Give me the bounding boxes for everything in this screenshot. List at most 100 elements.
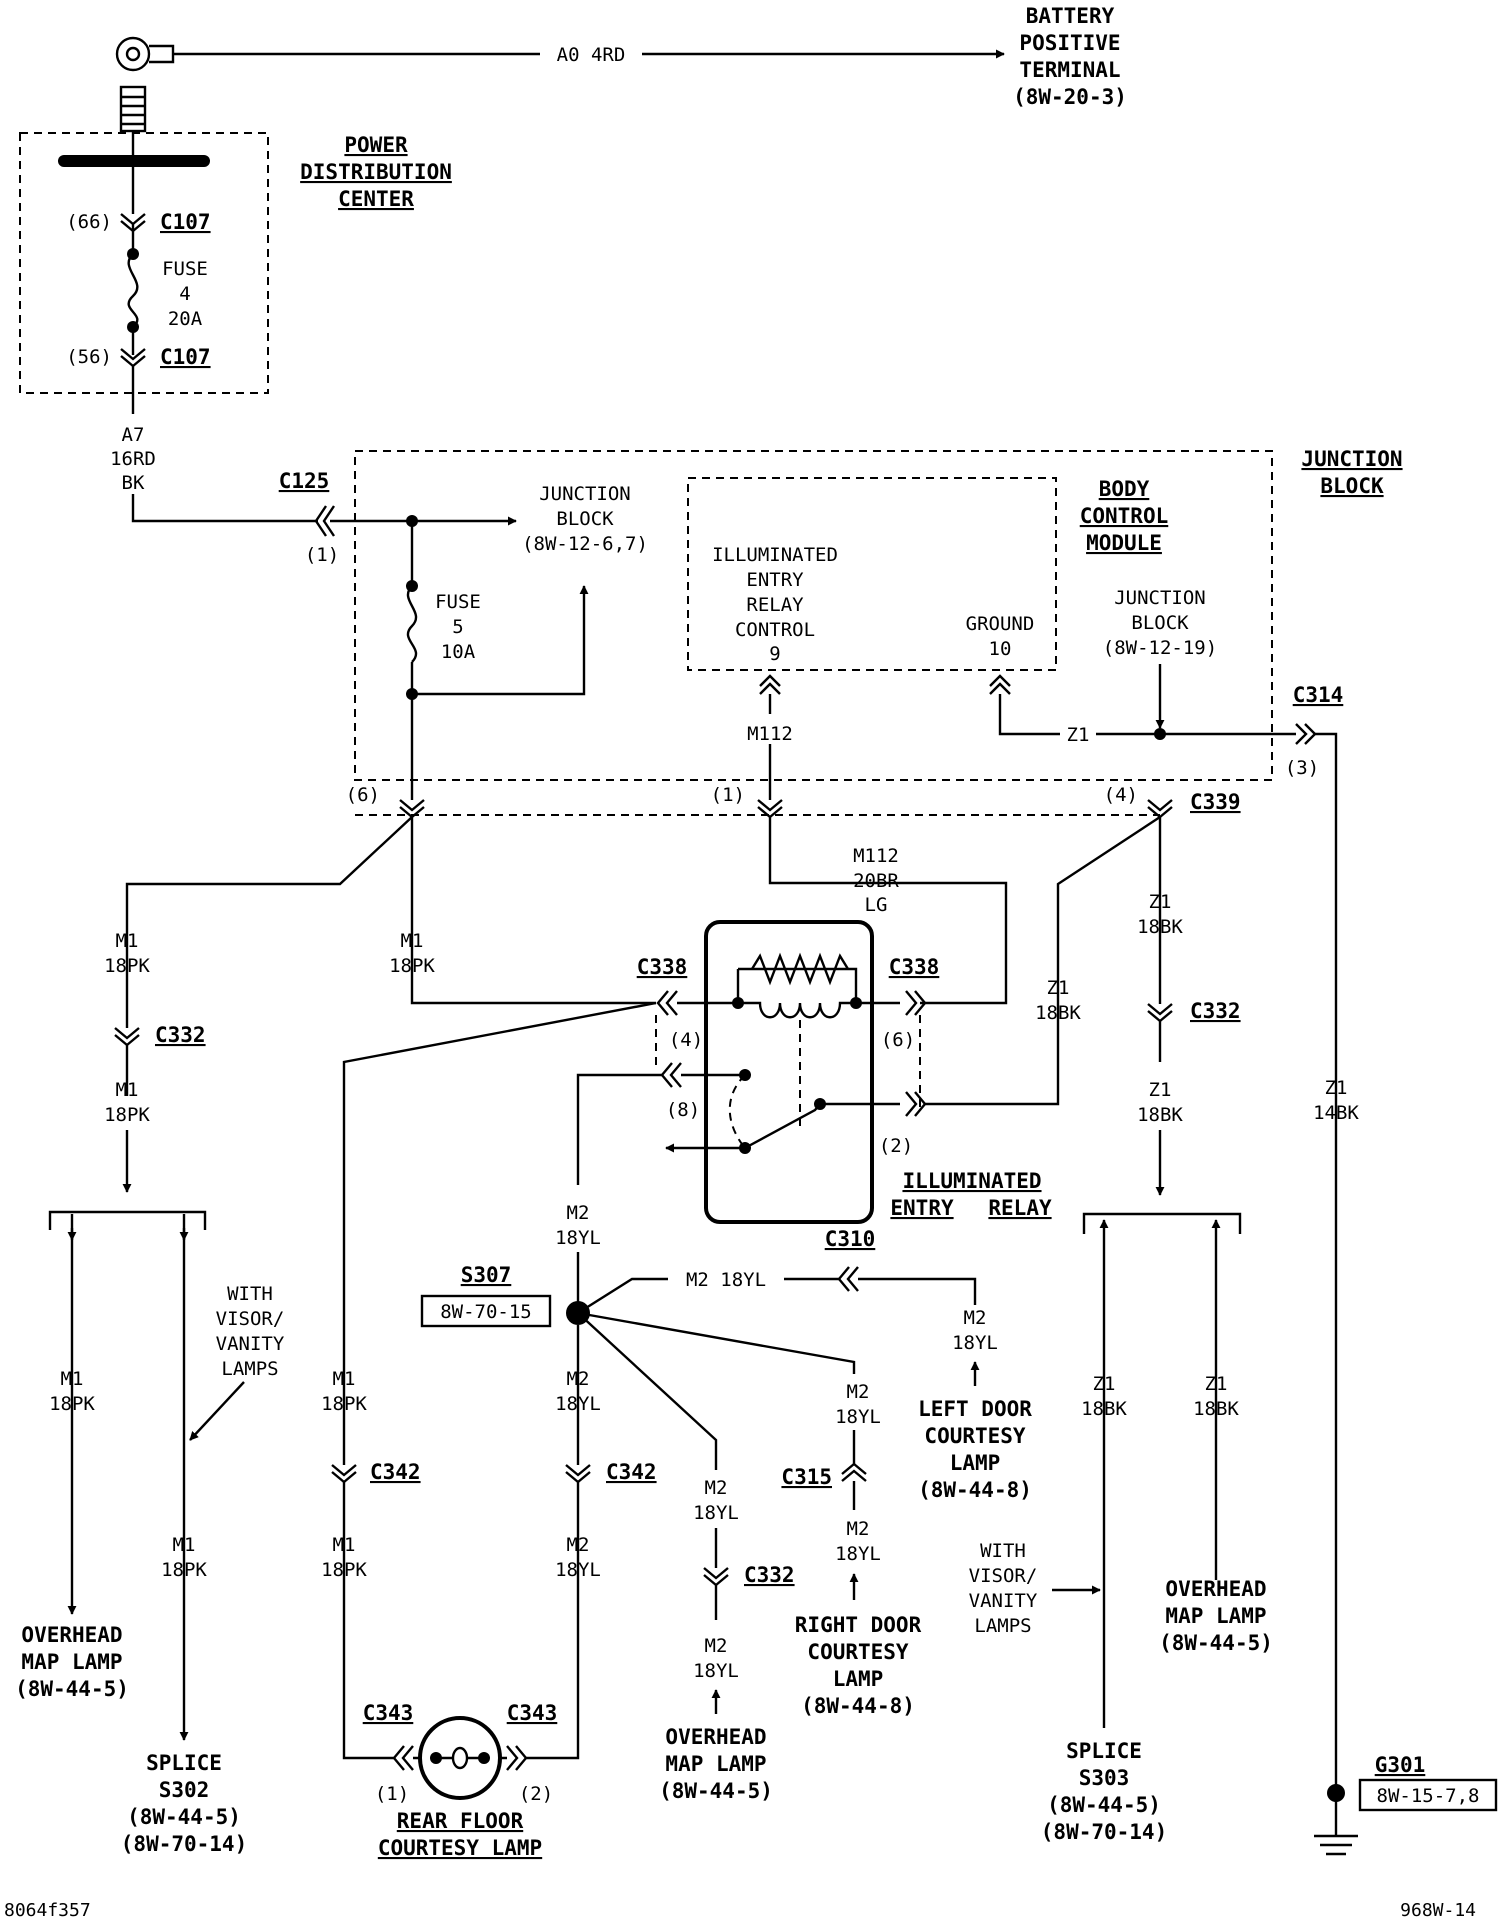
svg-text:OVERHEAD: OVERHEAD	[1165, 1577, 1266, 1601]
svg-text:M1: M1	[116, 1079, 139, 1101]
svg-text:GROUND: GROUND	[966, 613, 1035, 635]
svg-text:18BK: 18BK	[1137, 1104, 1183, 1126]
m112-full-label: M112	[853, 845, 899, 867]
c338-right-label: C338	[889, 955, 940, 979]
svg-text:(6): (6)	[346, 784, 380, 806]
svg-text:TERMINAL: TERMINAL	[1019, 58, 1120, 82]
svg-text:10A: 10A	[441, 641, 476, 663]
fuse-5-label: FUSE	[435, 591, 481, 613]
svg-text:(8W-70-14): (8W-70-14)	[121, 1832, 247, 1856]
c342-right-connector-icon	[565, 1464, 591, 1484]
svg-text:(8W-20-3): (8W-20-3)	[1013, 85, 1127, 109]
svg-text:MAP LAMP: MAP LAMP	[665, 1752, 766, 1776]
svg-text:18YL: 18YL	[835, 1406, 881, 1428]
c315-label: C315	[781, 1465, 832, 1489]
g301-ref: 8W-15-7,8	[1377, 1785, 1480, 1807]
c107-bottom-label: C107	[160, 345, 211, 369]
overhead-map-lamp-right-label: OVERHEAD MAP LAMP (8W-44-5)	[1159, 1577, 1273, 1655]
jb-ground-label: JUNCTION	[1114, 587, 1206, 609]
svg-text:WITH: WITH	[980, 1540, 1026, 1562]
svg-text:(6): (6)	[881, 1029, 915, 1051]
svg-text:(8W-44-5): (8W-44-5)	[1047, 1793, 1161, 1817]
svg-text:M2 18YL: M2 18YL	[686, 1269, 766, 1291]
g301-label: G301	[1375, 1753, 1426, 1777]
svg-text:20BR: 20BR	[853, 870, 899, 892]
relay-pin2-connector-icon	[905, 1091, 927, 1117]
fuse-4-label: FUSE	[162, 258, 208, 280]
svg-text:4: 4	[179, 283, 190, 305]
c314-connector-icon	[1295, 723, 1317, 745]
svg-text:LG: LG	[865, 894, 888, 916]
svg-text:(1): (1)	[375, 1783, 409, 1805]
svg-text:BK: BK	[122, 472, 145, 494]
svg-text:(8W-44-8): (8W-44-8)	[801, 1694, 915, 1718]
footer-page-id: 968W-14	[1400, 1900, 1476, 1921]
c342-left-connector-icon	[331, 1464, 357, 1484]
svg-text:REAR FLOOR: REAR FLOOR	[397, 1809, 524, 1833]
svg-text:16RD: 16RD	[110, 448, 156, 470]
svg-text:18YL: 18YL	[835, 1543, 881, 1565]
c343-right-connector-icon	[506, 1745, 528, 1771]
c332-left-label: C332	[155, 1023, 206, 1047]
svg-text:M1: M1	[116, 930, 139, 952]
c338-left-label: C338	[637, 955, 688, 979]
svg-text:(4): (4)	[669, 1029, 703, 1051]
svg-text:M1: M1	[61, 1368, 84, 1390]
c339-label: C339	[1190, 790, 1241, 814]
svg-text:(8W-44-5): (8W-44-5)	[15, 1677, 129, 1701]
feed-wire-label: A7	[122, 424, 145, 446]
c342-right-label: C342	[606, 1460, 657, 1484]
junction-block-label: JUNCTION BLOCK	[1301, 447, 1402, 498]
svg-text:Z1: Z1	[1093, 1373, 1116, 1395]
c107-top-label: C107	[160, 210, 211, 234]
c125-pin: (1)	[305, 544, 339, 566]
splice-bracket-right	[1082, 1212, 1242, 1234]
svg-text:(8W-44-8): (8W-44-8)	[918, 1478, 1032, 1502]
svg-text:VISOR/: VISOR/	[969, 1565, 1038, 1587]
svg-text:M1: M1	[401, 930, 424, 952]
splice-s307-ref: 8W-70-15	[440, 1301, 532, 1323]
svg-text:M1: M1	[333, 1368, 356, 1390]
body-control-module-box	[687, 477, 1057, 671]
svg-text:M2: M2	[705, 1635, 728, 1657]
svg-text:BLOCK: BLOCK	[556, 508, 614, 530]
c125-label: C125	[279, 469, 330, 493]
svg-text:RELAY: RELAY	[746, 594, 804, 616]
svg-text:18BK: 18BK	[1193, 1398, 1239, 1420]
svg-text:(4): (4)	[1104, 784, 1138, 806]
c310-connector-icon	[837, 1266, 859, 1292]
visor-vanity-right-label: WITH VISOR/ VANITY LAMPS	[969, 1540, 1038, 1637]
svg-text:COURTESY LAMP: COURTESY LAMP	[378, 1836, 542, 1860]
battery-terminal-icon	[115, 36, 175, 133]
svg-text:18BK: 18BK	[1137, 916, 1183, 938]
svg-text:JUNCTION: JUNCTION	[1301, 447, 1402, 471]
svg-text:(8W-44-5): (8W-44-5)	[127, 1805, 241, 1829]
relay-pin8-connector-icon	[660, 1062, 682, 1088]
overhead-map-lamp-left-label: OVERHEAD MAP LAMP (8W-44-5)	[15, 1623, 129, 1701]
svg-text:VANITY: VANITY	[969, 1590, 1038, 1612]
c332-left-connector-icon	[114, 1027, 140, 1047]
rear-floor-lamp-icon	[418, 1716, 502, 1800]
c107-bottom-pin: (56)	[66, 346, 112, 368]
splice-s307-label: S307	[461, 1263, 512, 1287]
c125-connector-icon	[314, 505, 335, 537]
jb-feed-label: JUNCTION	[539, 483, 631, 505]
svg-text:BODY: BODY	[1099, 477, 1150, 501]
svg-text:18PK: 18PK	[49, 1393, 95, 1415]
svg-text:Z1: Z1	[1047, 977, 1070, 999]
bcm-ground-pin-label: GROUND 10	[966, 613, 1035, 660]
c338-pin4-connector-icon	[656, 990, 678, 1016]
svg-text:MODULE: MODULE	[1086, 531, 1162, 555]
svg-text:POWER: POWER	[344, 133, 408, 157]
svg-text:20A: 20A	[168, 308, 203, 330]
c310-label: C310	[825, 1227, 876, 1251]
svg-text:(8W-70-14): (8W-70-14)	[1041, 1820, 1167, 1844]
svg-text:18PK: 18PK	[161, 1559, 207, 1581]
svg-text:LAMP: LAMP	[833, 1667, 884, 1691]
bcm-relay-control-pin-label: ILLUMINATED ENTRY RELAY CONTROL 9	[712, 544, 838, 665]
svg-text:18PK: 18PK	[321, 1393, 367, 1415]
svg-text:18PK: 18PK	[321, 1559, 367, 1581]
svg-text:(8W-44-5): (8W-44-5)	[659, 1779, 773, 1803]
c342-left-label: C342	[370, 1460, 421, 1484]
